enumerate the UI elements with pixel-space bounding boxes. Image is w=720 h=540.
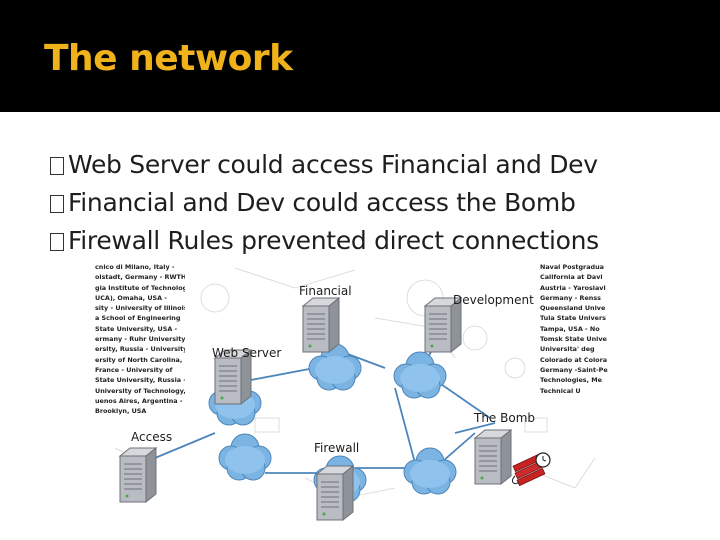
list-item: cnico di Milano, Italy - — [95, 263, 175, 271]
bullet-glyph-icon — [50, 157, 64, 175]
list-item: State University, Russia - — [95, 376, 185, 385]
list-item: UCA), Omaha, USA - — [95, 293, 167, 302]
network-diagram — [114, 267, 596, 521]
cloud-bomb — [403, 447, 457, 495]
list-item: Tula State Univers — [540, 314, 606, 323]
cloud-development — [393, 351, 447, 399]
access-label: Access — [131, 430, 173, 444]
firewall-server-icon — [316, 465, 354, 521]
list-item: Tampa, USA - No — [540, 324, 600, 333]
bullet-item: Financial and Dev could access the Bomb — [50, 184, 599, 222]
financial-server-icon — [302, 297, 340, 353]
list-item: Colorado at Colora — [540, 355, 608, 364]
bullet-glyph-icon — [50, 233, 64, 251]
list-item: State University, USA - — [95, 324, 178, 333]
title-bar — [0, 0, 720, 112]
list-item: Austria - Yaroslavl — [540, 283, 606, 292]
list-item: University of Technology, — [95, 386, 185, 395]
firewall-label: Firewall — [314, 441, 360, 455]
list-item: Brooklyn, USA — [95, 407, 147, 416]
bomb-server-icon — [474, 429, 512, 485]
list-item: France - University of — [95, 365, 173, 374]
bullet-glyph-icon — [50, 195, 64, 213]
bullet-list: Web Server could access Financial and De… — [50, 146, 599, 260]
development-label: Development — [453, 293, 534, 307]
left-university-list: cnico di Milano, Italy - olstadt, German… — [95, 262, 185, 416]
the-bomb-label: The Bomb — [474, 411, 536, 425]
cloud-access — [218, 433, 272, 481]
bullet-text: Firewall Rules prevented direct connecti… — [68, 226, 599, 255]
access-server-icon — [119, 447, 157, 503]
list-item: Germany - Renss — [540, 293, 601, 302]
list-item: Tomsk State Unive — [540, 335, 607, 344]
bullet-text: Financial and Dev could access the Bomb — [68, 188, 576, 217]
slide-title: The network — [44, 38, 293, 79]
list-item: a School of Engineering — [95, 314, 181, 323]
bullet-item: Firewall Rules prevented direct connecti… — [50, 222, 599, 260]
list-item: Naval Postgradua — [540, 263, 604, 271]
list-item: Universita' deg — [540, 345, 595, 354]
list-item: Germany -Saint-Pe — [540, 365, 608, 374]
list-item: ersity, Russia - University — [95, 345, 185, 354]
list-item: Technologies, Me — [540, 376, 602, 385]
list-item: ermany - Ruhr University — [95, 335, 185, 344]
bullet-text: Web Server could access Financial and De… — [68, 150, 598, 179]
list-item: Technical U — [540, 386, 581, 395]
dynamite-bomb-icon — [512, 452, 551, 487]
list-item: uenos Aires, Argentina - — [95, 396, 183, 405]
list-item: California at Davi — [540, 273, 603, 282]
bullet-item: Web Server could access Financial and De… — [50, 146, 599, 184]
financial-label: Financial — [299, 284, 352, 298]
list-item: Queensland Unive — [540, 304, 606, 313]
list-item: gia Institute of Technology, — [95, 283, 185, 292]
list-item: olstadt, Germany - RWTH — [95, 273, 185, 282]
web-server-label: Web Server — [212, 346, 282, 360]
list-item: ersity of North Carolina, — [95, 355, 183, 364]
right-university-list: Naval Postgradua California at Davi Aust… — [540, 262, 615, 396]
list-item: sity - University of Illinois at — [95, 304, 185, 313]
